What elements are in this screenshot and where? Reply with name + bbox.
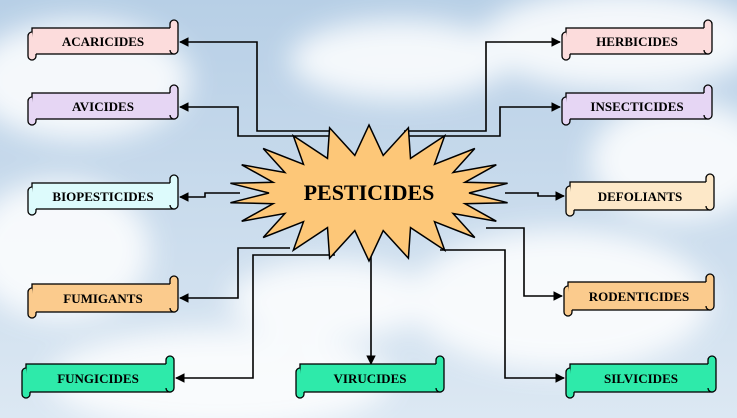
scroll-herbicides: HERBICIDES (561, 19, 713, 61)
center-node: PESTICIDES (230, 123, 508, 263)
scroll-avicides: AVICIDES (27, 84, 179, 126)
scroll-rodenticides: RODENTICIDES (563, 273, 715, 317)
scroll-label-avicides: AVICIDES (72, 99, 134, 114)
scroll-label-insecticides: INSECTICIDES (590, 99, 683, 114)
connector-silvicides (440, 249, 565, 383)
connector-biopesticides (179, 192, 240, 202)
center-label: PESTICIDES (304, 180, 435, 205)
connector-defoliants (505, 191, 565, 201)
scroll-fungicides: FUNGICIDES (21, 355, 175, 399)
scroll-label-fumigants: FUMIGANTS (63, 291, 142, 306)
scroll-defoliants: DEFOLIANTS (565, 173, 715, 217)
connector-fungicides (175, 254, 335, 383)
scroll-virucides: VIRUCIDES (295, 355, 445, 399)
scroll-acaricides: ACARICIDES (27, 19, 179, 61)
connector-herbicides (404, 37, 561, 132)
scroll-label-rodenticides: RODENTICIDES (589, 289, 689, 304)
connector-fumigants (179, 247, 290, 303)
connector-acaricides (179, 37, 331, 132)
scroll-label-silvicides: SILVICIDES (604, 371, 678, 386)
scroll-silvicides: SILVICIDES (565, 355, 717, 399)
scroll-label-fungicides: FUNGICIDES (57, 371, 139, 386)
starburst-shape (230, 123, 508, 263)
scroll-biopesticides: BIOPESTICIDES (27, 174, 179, 216)
scroll-label-defoliants: DEFOLIANTS (598, 189, 683, 204)
scroll-label-herbicides: HERBICIDES (596, 34, 678, 49)
scroll-label-virucides: VIRUCIDES (334, 371, 407, 386)
scroll-label-acaricides: ACARICIDES (62, 34, 144, 49)
category-scrolls: ACARICIDES AVICIDES BIOPESTICIDES FUMIGANTS… (21, 19, 717, 399)
connector-lines (175, 37, 565, 383)
scroll-insecticides: INSECTICIDES (561, 84, 713, 126)
connector-avicides (179, 102, 331, 137)
scroll-label-biopesticides: BIOPESTICIDES (52, 189, 153, 204)
connector-rodenticides (486, 227, 563, 301)
scroll-fumigants: FUMIGANTS (27, 275, 179, 319)
connector-insecticides (408, 102, 561, 137)
